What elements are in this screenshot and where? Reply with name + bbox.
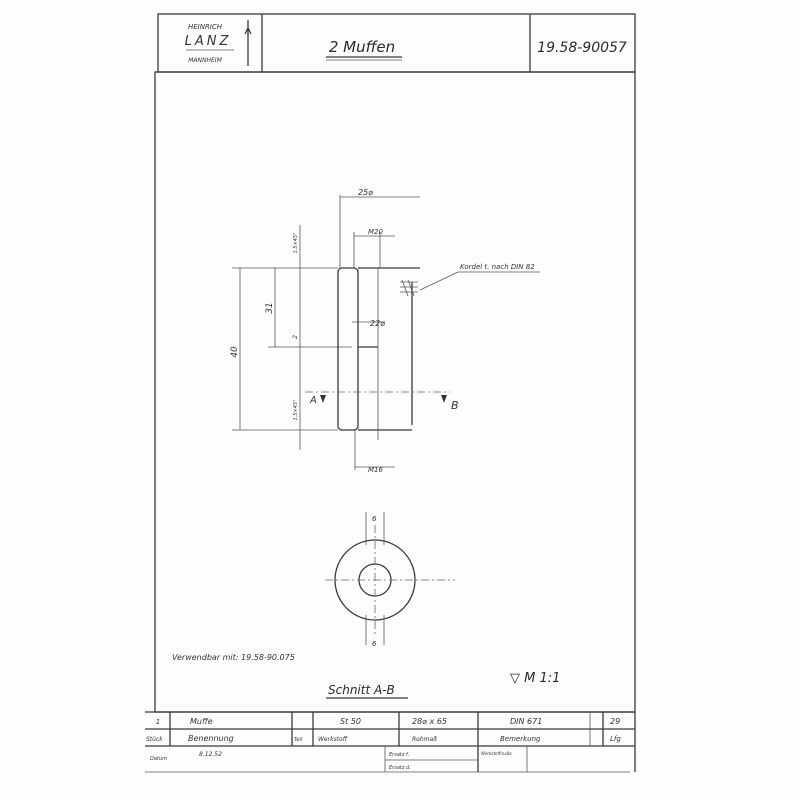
section-arrow-icon bbox=[320, 395, 447, 403]
tb-header-raw-size: Rohmaß bbox=[412, 736, 437, 743]
title-block: 1 Muffe St 50 28⌀ x 65 DIN 671 29 Stück … bbox=[145, 711, 636, 773]
header-block: HEINRICH LANZ MANNHEIM 2 Muffen 19.58-90… bbox=[157, 13, 636, 73]
section-label: Schnitt A-B bbox=[328, 683, 395, 697]
usable-with-note: Verwendbar mit: 19.58-90.075 bbox=[172, 653, 295, 662]
section-outer-circle bbox=[334, 539, 416, 621]
tb-material: St 50 bbox=[340, 717, 361, 726]
tb-remark: DIN 671 bbox=[510, 717, 542, 726]
logo-line1: HEINRICH bbox=[188, 23, 223, 31]
knurl-note: Kordel t. nach DIN 82 bbox=[460, 263, 535, 271]
tb-material-note: Werkstoffmaße bbox=[481, 751, 512, 756]
section-view: 6 6 bbox=[325, 512, 455, 648]
tb-delivery: 29 bbox=[610, 717, 620, 726]
tb-date-value: 8.12.52 bbox=[199, 751, 222, 758]
dim-outer-diameter: 25⌀ bbox=[358, 188, 373, 197]
knurl-symbol-icon bbox=[400, 279, 418, 297]
tb-replacement-for: Ersatz f. bbox=[389, 752, 409, 758]
dim-chamfer-top: 1,5×45° bbox=[293, 232, 299, 254]
dim-thread-bottom: M16 bbox=[368, 466, 383, 474]
tb-header-material: Werkstoff bbox=[318, 736, 348, 743]
tb-quantity: 1 bbox=[156, 718, 160, 726]
drawing-title: 2 Muffen bbox=[329, 38, 395, 56]
drawing-frame bbox=[154, 71, 636, 713]
logo-line2: LANZ bbox=[185, 34, 232, 49]
tb-header-name: Benennung bbox=[188, 734, 234, 743]
side-view: 25⌀ M20 M16 22⌀ 40 31 2 1,5×45° 1,5×45° … bbox=[230, 188, 540, 474]
tb-replaced-by: Ersatz d. bbox=[389, 765, 411, 771]
tb-raw-size: 28⌀ x 65 bbox=[412, 717, 447, 726]
tb-date-label: Datum bbox=[150, 756, 167, 762]
dim-length-total: 40 bbox=[230, 346, 240, 358]
scale-label: ▽ M 1:1 bbox=[510, 671, 560, 686]
tb-header-quantity: Stück bbox=[146, 736, 163, 743]
section-mark-a: A bbox=[309, 395, 317, 406]
dim-length-upper: 31 bbox=[265, 302, 275, 313]
dim-inner-diameter: 22⌀ bbox=[370, 319, 385, 328]
hatched-section bbox=[337, 267, 359, 431]
tb-header-delivery: Lfg bbox=[610, 735, 621, 743]
dim-thread-top: M20 bbox=[368, 228, 383, 236]
tb-name: Muffe bbox=[190, 717, 213, 726]
section-dim-bottom: 6 bbox=[372, 640, 377, 648]
dim-gap: 2 bbox=[292, 335, 299, 339]
dim-chamfer-bottom: 1,5×45° bbox=[293, 399, 299, 421]
drawing-number: 19.58-90057 bbox=[537, 40, 627, 56]
section-dim-top: 6 bbox=[372, 515, 377, 523]
section-mark-b: B bbox=[451, 399, 459, 412]
logo-line3: MANNHEIM bbox=[188, 57, 222, 64]
tb-header-part: Teil bbox=[294, 737, 303, 743]
logo-arrow-icon bbox=[244, 20, 252, 66]
tb-header-remark: Bemerkung bbox=[500, 735, 541, 743]
